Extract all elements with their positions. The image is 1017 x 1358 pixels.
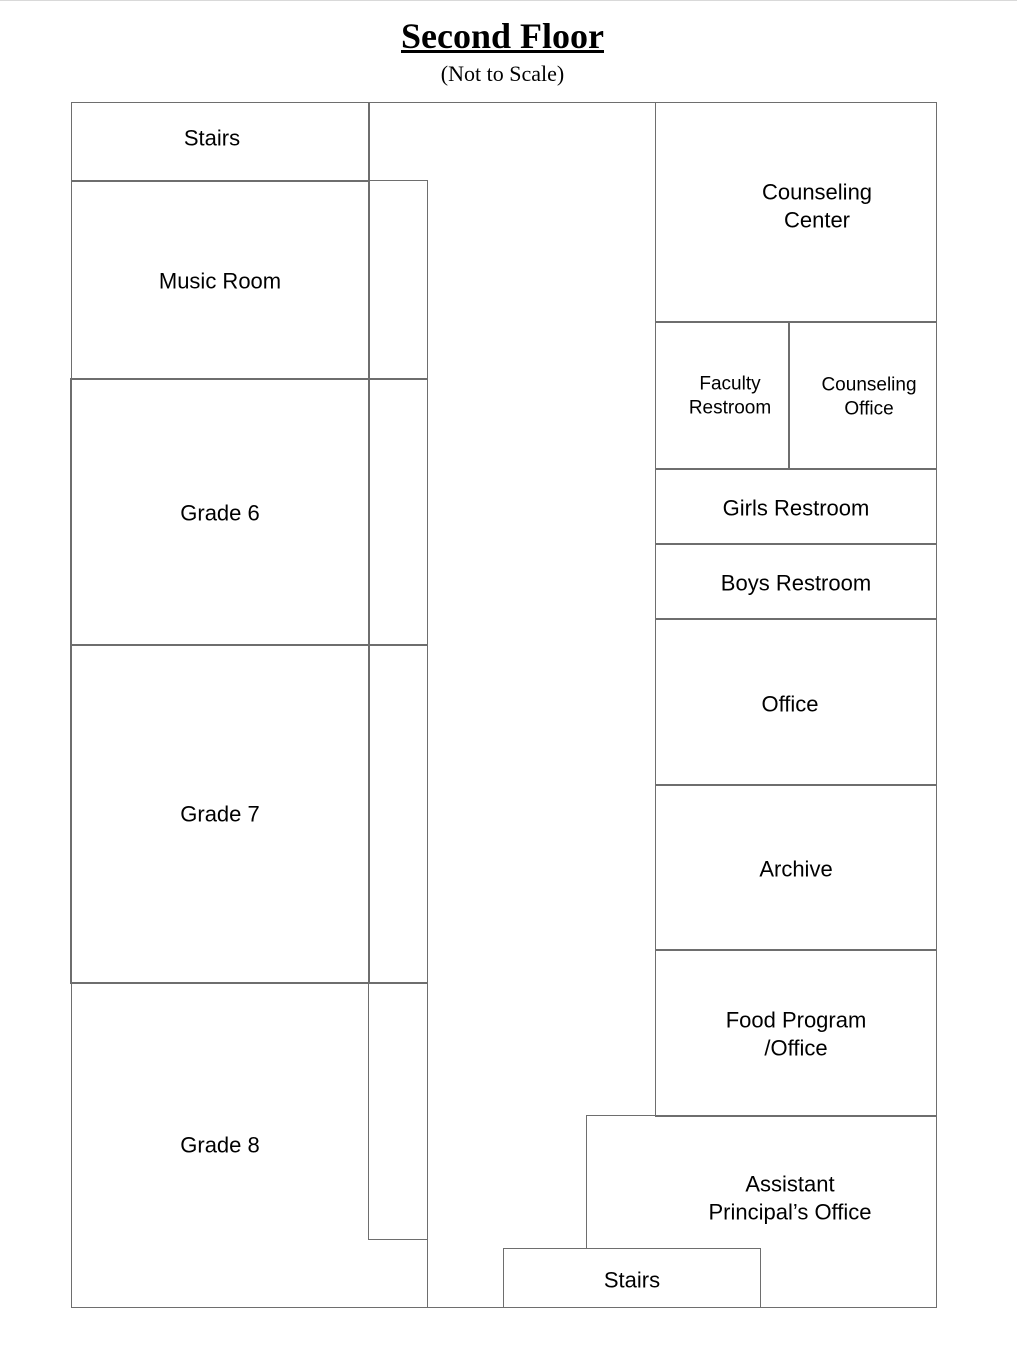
assistant-principal-office xyxy=(586,1115,937,1308)
page-top-border xyxy=(0,0,1017,1)
counseling-center xyxy=(655,102,937,322)
stairs-top xyxy=(71,102,370,182)
floor-plan-subtitle: (Not to Scale) xyxy=(440,61,565,86)
closet-music xyxy=(368,180,428,380)
music-room xyxy=(71,180,370,380)
hallway-upper-divider xyxy=(368,102,656,182)
hallway-left-wall xyxy=(426,1238,428,1308)
assistant-principal-label: Assistant Principal’s Office xyxy=(708,1171,872,1225)
office-room xyxy=(655,618,937,786)
counseling-office-label: Counseling Office xyxy=(821,374,917,419)
stairs-bottom-label: Stairs xyxy=(603,1267,661,1293)
stairs-top-label: Stairs xyxy=(183,125,241,151)
closet-grade-7 xyxy=(368,644,428,984)
counseling-center-label: Counseling Center xyxy=(761,179,873,233)
archive-label: Archive xyxy=(759,856,833,882)
grade-6-room xyxy=(70,378,370,646)
boys-restroom xyxy=(655,543,937,620)
girls-restroom xyxy=(655,468,937,545)
food-program-label: Food Program /Office xyxy=(725,1007,867,1061)
office-label: Office xyxy=(761,691,819,717)
faculty-restroom-label: Faculty Restroom xyxy=(688,373,772,418)
grade-6-label: Grade 6 xyxy=(180,500,260,526)
grade-7-room xyxy=(70,644,370,984)
faculty-restroom xyxy=(655,322,790,470)
closet-grade-6 xyxy=(368,378,428,646)
grade-7-label: Grade 7 xyxy=(180,801,260,827)
archive-room xyxy=(655,784,937,951)
grade-8-label: Grade 8 xyxy=(180,1132,260,1158)
girls-restroom-label: Girls Restroom xyxy=(722,495,870,521)
food-program-office xyxy=(655,949,937,1117)
closet-grade-8 xyxy=(368,982,428,1240)
stairs-bottom xyxy=(503,1248,761,1308)
floor-plan-title: Second Floor xyxy=(401,16,604,56)
boys-restroom-label: Boys Restroom xyxy=(720,570,872,596)
counseling-office xyxy=(788,322,937,470)
music-room-label: Music Room xyxy=(158,268,282,294)
